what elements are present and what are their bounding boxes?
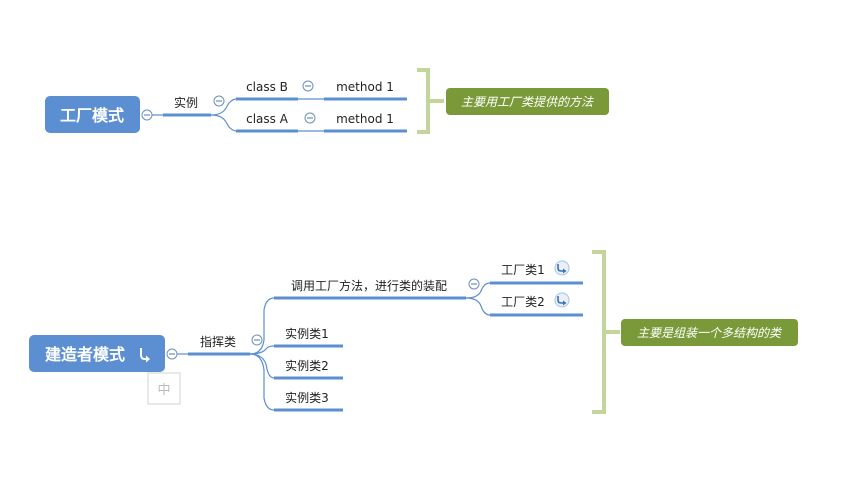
instance-class-3-node[interactable]: 实例类3 bbox=[274, 390, 343, 412]
class-a-method-node[interactable]: method 1 bbox=[324, 112, 407, 133]
instance-class-3-label: 实例类3 bbox=[285, 390, 329, 405]
builder-root-label: 建造者模式 bbox=[45, 345, 125, 364]
collapse-icon[interactable] bbox=[141, 109, 153, 121]
ime-indicator: 中 bbox=[147, 372, 181, 405]
collapse-icon[interactable] bbox=[302, 80, 314, 92]
collapse-icon[interactable] bbox=[251, 334, 263, 346]
link-arrow-icon[interactable] bbox=[140, 348, 150, 363]
ime-indicator-label: 中 bbox=[157, 383, 170, 398]
factory-mindmap: 工厂模式 实例 class B method 1 bbox=[45, 68, 609, 134]
collapse-icon[interactable] bbox=[166, 348, 178, 360]
factory-class-1-label: 工厂类1 bbox=[501, 263, 545, 277]
builder-note[interactable]: 主要是组装一个多结构的类 bbox=[621, 319, 798, 346]
builder-note-label: 主要是组装一个多结构的类 bbox=[637, 326, 783, 340]
factory-root-label: 工厂模式 bbox=[60, 106, 124, 125]
instance-class-1-node[interactable]: 实例类1 bbox=[274, 326, 343, 348]
factory-branch-node[interactable]: 实例 bbox=[163, 95, 211, 117]
class-a-label: class A bbox=[246, 112, 289, 126]
builder-mindmap: 建造者模式 中 指挥类 bbox=[29, 250, 798, 414]
collapse-icon[interactable] bbox=[213, 95, 225, 107]
factory-note[interactable]: 主要用工厂类提供的方法 bbox=[446, 88, 609, 115]
class-b-method-label: method 1 bbox=[336, 80, 394, 94]
collapse-icon[interactable] bbox=[468, 278, 480, 290]
factory-branch-label: 实例 bbox=[174, 95, 198, 110]
builder-root-node[interactable]: 建造者模式 bbox=[29, 335, 165, 372]
factory-root-node[interactable]: 工厂模式 bbox=[45, 96, 140, 133]
factory-class-1-node[interactable]: 工厂类1 bbox=[490, 260, 583, 285]
class-a-method-label: method 1 bbox=[336, 112, 394, 126]
factory-class-2-node[interactable]: 工厂类2 bbox=[490, 292, 583, 317]
instance-class-2-node[interactable]: 实例类2 bbox=[274, 358, 343, 380]
class-b-node[interactable]: class B bbox=[236, 80, 298, 101]
factory-note-label: 主要用工厂类提供的方法 bbox=[461, 95, 594, 109]
class-b-label: class B bbox=[246, 80, 288, 94]
instance-class-1-label: 实例类1 bbox=[285, 326, 329, 341]
factory-class-2-label: 工厂类2 bbox=[501, 295, 545, 309]
call-factory-node[interactable]: 调用工厂方法，进行类的装配 bbox=[274, 278, 466, 300]
summary-bracket bbox=[592, 250, 620, 414]
builder-branch-label: 指挥类 bbox=[200, 334, 236, 349]
collapse-icon[interactable] bbox=[304, 112, 316, 124]
instance-class-2-label: 实例类2 bbox=[285, 358, 329, 373]
summary-bracket bbox=[417, 68, 444, 134]
class-b-method-node[interactable]: method 1 bbox=[324, 80, 407, 101]
class-a-node[interactable]: class A bbox=[236, 112, 298, 133]
link-arrow-icon[interactable] bbox=[554, 260, 570, 276]
call-factory-label: 调用工厂方法，进行类的装配 bbox=[291, 278, 447, 293]
builder-branch-node[interactable]: 指挥类 bbox=[188, 334, 250, 356]
link-arrow-icon[interactable] bbox=[554, 292, 570, 308]
